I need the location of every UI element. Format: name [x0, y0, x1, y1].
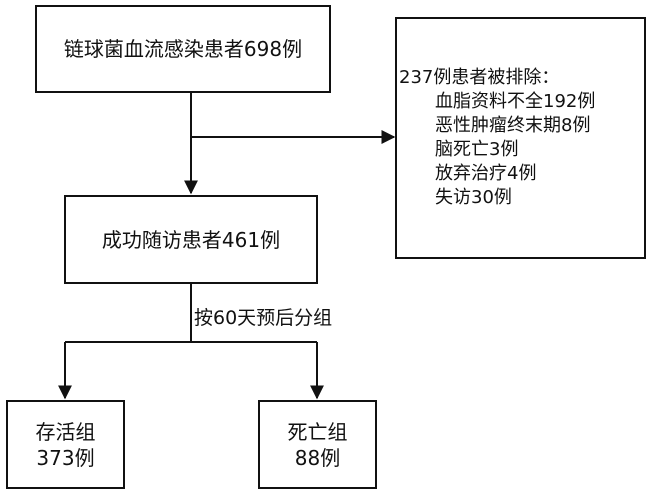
death-count: 88例 — [294, 445, 341, 470]
excluded-reason: 放弃治疗4例 — [435, 163, 537, 184]
excluded-title: 237例患者被排除： — [399, 67, 560, 88]
survival-name: 存活组 — [35, 419, 96, 444]
death-name: 死亡组 — [287, 419, 348, 444]
survival-count: 373例 — [36, 445, 95, 470]
excluded-reason: 失访30例 — [435, 187, 512, 208]
followed-box: 成功随访患者461例 — [64, 195, 318, 284]
excluded-reason: 脑死亡3例 — [435, 139, 519, 160]
enrolled-text: 链球菌血流感染患者698例 — [63, 37, 303, 61]
excluded-reason: 血脂资料不全192例 — [435, 91, 596, 112]
excluded-reason: 恶性肿瘤终末期8例 — [435, 115, 591, 136]
followed-text: 成功随访患者461例 — [101, 227, 281, 252]
excluded-box: 237例患者被排除： 血脂资料不全192例 恶性肿瘤终末期8例 脑死亡3例 放弃… — [395, 17, 646, 259]
survival-box: 存活组 373例 — [6, 400, 125, 489]
enrolled-box: 链球菌血流感染患者698例 — [35, 5, 331, 93]
death-box: 死亡组 88例 — [258, 400, 377, 489]
grouping-label: 按60天预后分组 — [194, 307, 333, 329]
